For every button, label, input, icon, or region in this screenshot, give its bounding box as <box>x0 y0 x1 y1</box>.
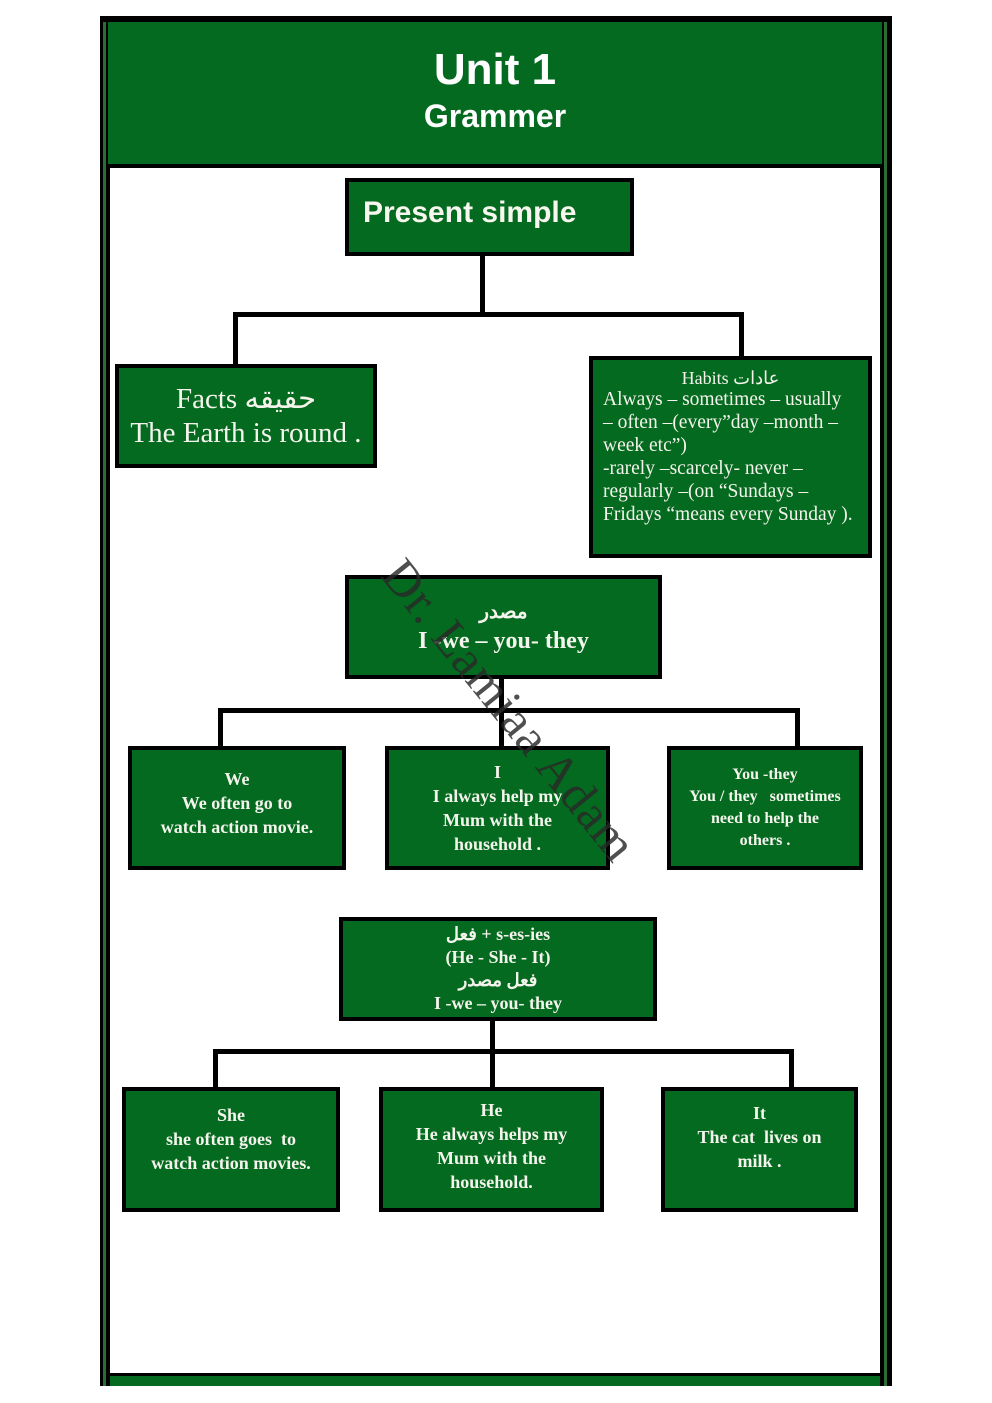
example-line: He always helps my <box>415 1123 568 1144</box>
node-example-it: It The cat lives on milk . <box>661 1087 858 1212</box>
connector-to-you-they <box>795 708 800 748</box>
node-base-form: مصدر I -we – you- they <box>345 575 662 679</box>
habits-line: Fridays “means every Sunday ). <box>603 504 853 525</box>
node-habits: Habits عادات Always – sometimes – usuall… <box>589 356 872 558</box>
connector-base-horizontal <box>218 708 800 713</box>
unit-subtitle: Grammer <box>423 98 567 134</box>
habits-line: week etc”) <box>603 435 687 456</box>
node-present-simple: Present simple <box>345 178 634 256</box>
connector-root-horizontal <box>233 312 744 317</box>
example-line: need to help the <box>711 810 819 827</box>
connector-to-we <box>218 708 223 748</box>
node-example-i: I I always help my Mum with the househol… <box>385 746 610 870</box>
node-present-simple-label: Present simple <box>363 196 577 229</box>
example-subject: It <box>753 1103 766 1123</box>
example-line: milk . <box>737 1151 782 1171</box>
node-example-she: She she often goes to watch action movie… <box>122 1087 340 1212</box>
habits-line: regularly –(on “Sundays – <box>603 481 809 502</box>
habits-heading: Habits عادات <box>681 368 780 388</box>
example-line: Mum with the <box>443 810 552 830</box>
facts-example: The Earth is round . <box>130 417 362 449</box>
example-line: We often go to <box>181 793 293 813</box>
example-line: The cat lives on <box>697 1127 822 1147</box>
example-line: Mum with the <box>437 1147 546 1168</box>
connector-root-down <box>480 254 485 314</box>
example-line: others . <box>739 832 791 849</box>
third-person-line: I -we – you- they <box>434 993 562 1013</box>
example-line: she often goes to <box>166 1128 296 1149</box>
example-line: household. <box>450 1171 533 1192</box>
unit-title: Unit 1 <box>433 45 557 94</box>
connector-to-she <box>213 1049 218 1089</box>
connector-base-down <box>499 677 504 749</box>
example-line: household . <box>453 834 542 854</box>
third-person-line: (He - She - It) <box>445 947 551 967</box>
habits-line: – often –(every”day –month – <box>603 412 839 433</box>
page-header: Unit 1 Grammer <box>108 22 882 164</box>
example-subject: She <box>216 1104 245 1125</box>
habits-line: -rarely –scarcely- never – <box>603 458 803 479</box>
node-example-he: He He always helps my Mum with the house… <box>379 1087 604 1212</box>
example-subject: I <box>493 762 501 782</box>
frame-stripe-right <box>884 22 887 1386</box>
example-subject: You -they <box>732 766 798 783</box>
example-line: watch action movies. <box>151 1152 311 1173</box>
frame-stripe-left <box>103 22 106 1386</box>
base-form-arabic: مصدر <box>479 601 528 623</box>
connector-to-facts <box>233 312 238 364</box>
facts-heading: Facts حقيقه <box>175 383 317 415</box>
node-third-person: فعل + s-es-ies (He - She - It) فعل مصدر … <box>339 917 657 1021</box>
connector-to-habits <box>739 312 744 358</box>
node-example-we: We We often go to watch action movie. <box>128 746 346 870</box>
third-person-line: فعل + s-es-ies <box>445 924 551 944</box>
example-subject: We <box>224 769 250 789</box>
example-subject: He <box>480 1099 503 1120</box>
node-example-you-they: You -they You / they sometimes need to h… <box>667 746 863 870</box>
node-facts: Facts حقيقه The Earth is round . <box>115 364 377 468</box>
example-line: I always help my <box>432 786 563 806</box>
example-line: You / they sometimes <box>689 788 841 805</box>
example-line: watch action movie. <box>160 817 314 837</box>
habits-line: Always – sometimes – usually <box>603 389 842 410</box>
connector-to-it <box>789 1049 794 1089</box>
base-form-subjects: I -we – you- they <box>418 628 589 654</box>
connector-third-horizontal <box>213 1049 794 1054</box>
footer-bar <box>110 1376 880 1386</box>
third-person-line: فعل مصدر <box>458 970 538 990</box>
